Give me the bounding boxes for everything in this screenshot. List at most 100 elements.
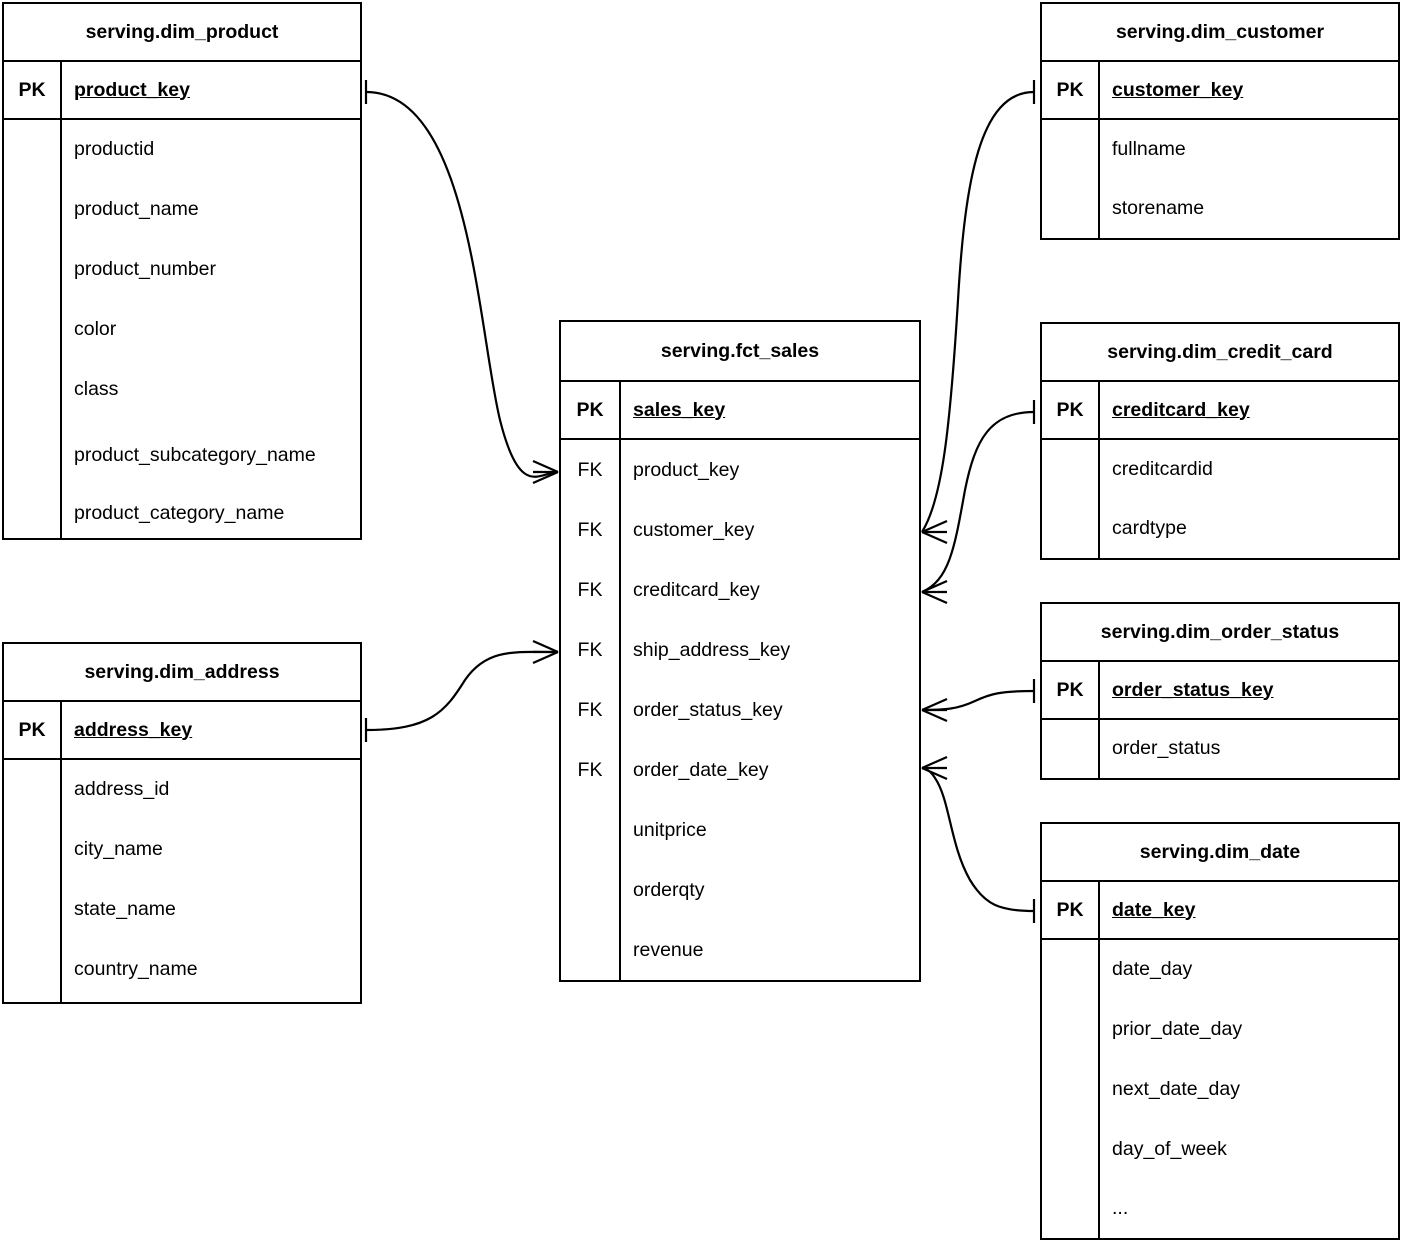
entity-title-dim-customer: serving.dim_customer <box>1042 4 1398 62</box>
entity-dim-customer[interactable]: serving.dim_customer PK customer_key ful… <box>1040 2 1400 240</box>
attribute-section-dim-customer: fullname storename <box>1042 120 1398 238</box>
entity-dim-address[interactable]: serving.dim_address PK address_key addre… <box>2 642 362 1004</box>
relationship-product-sales <box>364 80 559 485</box>
pk-row-fct-sales: PK sales_key <box>561 382 919 440</box>
attribute-item: date_day <box>1112 958 1193 981</box>
pk-row-dim-credit-card: PK creditcard_key <box>1042 382 1398 440</box>
entity-fct-sales[interactable]: serving.fct_sales PK sales_key FK produc… <box>559 320 921 982</box>
attribute-item: product_name <box>74 198 199 221</box>
fk-field-order-date-key: order_date_key <box>633 758 769 781</box>
attribute-list-dim-customer: fullname storename <box>1100 120 1398 238</box>
attribute-item: color <box>74 318 117 341</box>
attribute-item: next_date_day <box>1112 1078 1240 1101</box>
attribute-item: storename <box>1112 197 1205 220</box>
fk-row-ship-address-key: FK ship_address_key <box>561 620 919 680</box>
pk-field-address-key: address_key <box>74 718 193 741</box>
crowsfoot-product-sales <box>532 459 559 485</box>
fk-row-order-date-key: FK order_date_key <box>561 740 919 800</box>
pk-row-dim-product: PK product_key <box>4 62 360 120</box>
relationship-orderstatus-sales <box>921 679 1036 723</box>
attribute-item: product_subcategory_name <box>74 443 316 466</box>
fk-field-customer-key: customer_key <box>633 518 755 541</box>
attribute-item: prior_date_day <box>1112 1018 1243 1041</box>
attribute-list-dim-product: productid product_name product_number co… <box>62 120 360 538</box>
pk-row-dim-customer: PK customer_key <box>1042 62 1398 120</box>
measure-marker <box>561 860 621 920</box>
attribute-list-dim-date: date_day prior_date_day next_date_day da… <box>1100 940 1398 1238</box>
attribute-item: state_name <box>74 898 176 921</box>
entity-title-fct-sales: serving.fct_sales <box>561 322 919 382</box>
crowsfoot-customer-sales <box>921 519 948 545</box>
fk-row-order-status-key: FK order_status_key <box>561 680 919 740</box>
pk-row-dim-address: PK address_key <box>4 702 360 760</box>
attribute-section-dim-product: productid product_name product_number co… <box>4 120 360 538</box>
measure-field-revenue: revenue <box>633 938 704 961</box>
pk-marker: PK <box>561 382 621 438</box>
relationship-creditcard-sales <box>921 400 1036 605</box>
attribute-section-dim-date: date_day prior_date_day next_date_day da… <box>1042 940 1398 1238</box>
measure-field-orderqty: orderqty <box>633 878 705 901</box>
crowsfoot-orderstatus-sales <box>921 697 948 723</box>
attribute-marker-column <box>1042 440 1100 558</box>
entity-dim-product[interactable]: serving.dim_product PK product_key produ… <box>2 2 362 540</box>
attribute-item: city_name <box>74 838 163 861</box>
pk-row-dim-date: PK date_key <box>1042 882 1398 940</box>
attribute-item: cardtype <box>1112 517 1187 540</box>
relationship-date-sales <box>921 755 1036 923</box>
attribute-item: productid <box>74 138 155 161</box>
pk-field-date-key: date_key <box>1112 898 1196 921</box>
relationship-address-sales <box>364 639 559 742</box>
attribute-marker-column <box>1042 120 1100 238</box>
fk-field-ship-address-key: ship_address_key <box>633 638 791 661</box>
fk-field-order-status-key: order_status_key <box>633 698 783 721</box>
entity-title-dim-address: serving.dim_address <box>4 644 360 702</box>
attribute-list-dim-address: address_id city_name state_name country_… <box>62 760 360 1002</box>
relationship-customer-sales <box>921 80 1036 545</box>
crowsfoot-address-sales <box>532 639 559 665</box>
fk-row-creditcard-key: FK creditcard_key <box>561 560 919 620</box>
pk-marker: PK <box>4 702 62 758</box>
entity-dim-credit-card[interactable]: serving.dim_credit_card PK creditcard_ke… <box>1040 322 1400 560</box>
attribute-item: day_of_week <box>1112 1138 1227 1161</box>
attribute-item: product_number <box>74 258 217 281</box>
pk-field-sales-key: sales_key <box>633 398 726 421</box>
fk-row-product-key: FK product_key <box>561 440 919 500</box>
attribute-item: product_category_name <box>74 502 285 525</box>
crowsfoot-date-sales <box>921 755 948 781</box>
entity-title-dim-credit-card: serving.dim_credit_card <box>1042 324 1398 382</box>
pk-marker: PK <box>4 62 62 118</box>
pk-marker: PK <box>1042 882 1100 938</box>
pk-row-dim-order-status: PK order_status_key <box>1042 662 1398 720</box>
entity-title-dim-order-status: serving.dim_order_status <box>1042 604 1398 662</box>
pk-marker: PK <box>1042 382 1100 438</box>
attribute-item: country_name <box>74 958 198 981</box>
fk-marker: FK <box>561 620 621 680</box>
entity-dim-order-status[interactable]: serving.dim_order_status PK order_status… <box>1040 602 1400 780</box>
fk-row-customer-key: FK customer_key <box>561 500 919 560</box>
pk-field-customer-key: customer_key <box>1112 78 1244 101</box>
fk-marker: FK <box>561 680 621 740</box>
fk-field-product-key: product_key <box>633 458 740 481</box>
attribute-section-dim-address: address_id city_name state_name country_… <box>4 760 360 1002</box>
entity-title-dim-product: serving.dim_product <box>4 4 360 62</box>
attribute-item-ellipsis: ... <box>1112 1197 1129 1220</box>
attribute-marker-column <box>1042 720 1100 778</box>
measure-marker <box>561 800 621 860</box>
measure-row-orderqty: orderqty <box>561 860 919 920</box>
attribute-item: fullname <box>1112 138 1186 161</box>
pk-marker: PK <box>1042 62 1100 118</box>
attribute-section-dim-order-status: order_status <box>1042 720 1398 778</box>
attribute-item: order_status <box>1112 737 1221 760</box>
fk-field-creditcard-key: creditcard_key <box>633 578 760 601</box>
fk-marker: FK <box>561 500 621 560</box>
entity-title-dim-date: serving.dim_date <box>1042 824 1398 882</box>
fk-marker: FK <box>561 560 621 620</box>
entity-dim-date[interactable]: serving.dim_date PK date_key date_day pr… <box>1040 822 1400 1240</box>
attribute-item: creditcardid <box>1112 458 1213 481</box>
fk-marker: FK <box>561 740 621 800</box>
measure-field-unitprice: unitprice <box>633 818 707 841</box>
pk-field-product-key: product_key <box>74 78 190 101</box>
attribute-marker-column <box>4 120 62 538</box>
measure-row-revenue: revenue <box>561 920 919 980</box>
